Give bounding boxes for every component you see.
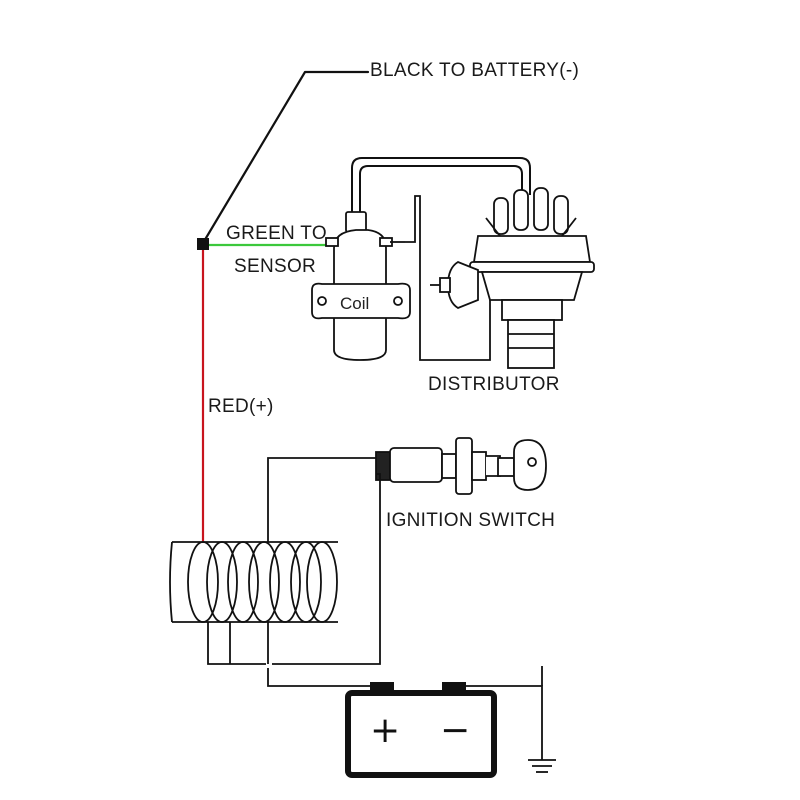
battery-plus-sign: + [370, 710, 400, 751]
distributor [430, 187, 595, 369]
ignition-switch [375, 437, 547, 495]
battery: + − [345, 682, 497, 778]
label-sensor: SENSOR [234, 256, 317, 277]
label-green-to: GREEN TO [226, 223, 327, 244]
lower-wiring [207, 457, 556, 773]
label-ignition-switch: IGNITION SWITCH [386, 510, 556, 531]
solenoid [169, 541, 338, 623]
battery-minus-sign: − [440, 710, 470, 751]
label-red: RED(+) [208, 396, 274, 417]
label-distributor: DISTRIBUTOR [428, 374, 560, 395]
black-wire [201, 70, 370, 245]
wire-junction [197, 238, 209, 250]
coil-label: Coil [340, 294, 369, 313]
label-black-to-battery: BLACK TO BATTERY(-) [370, 60, 580, 81]
coil-distributor-wire [405, 195, 491, 361]
ignition-coil: Coil [311, 157, 531, 361]
